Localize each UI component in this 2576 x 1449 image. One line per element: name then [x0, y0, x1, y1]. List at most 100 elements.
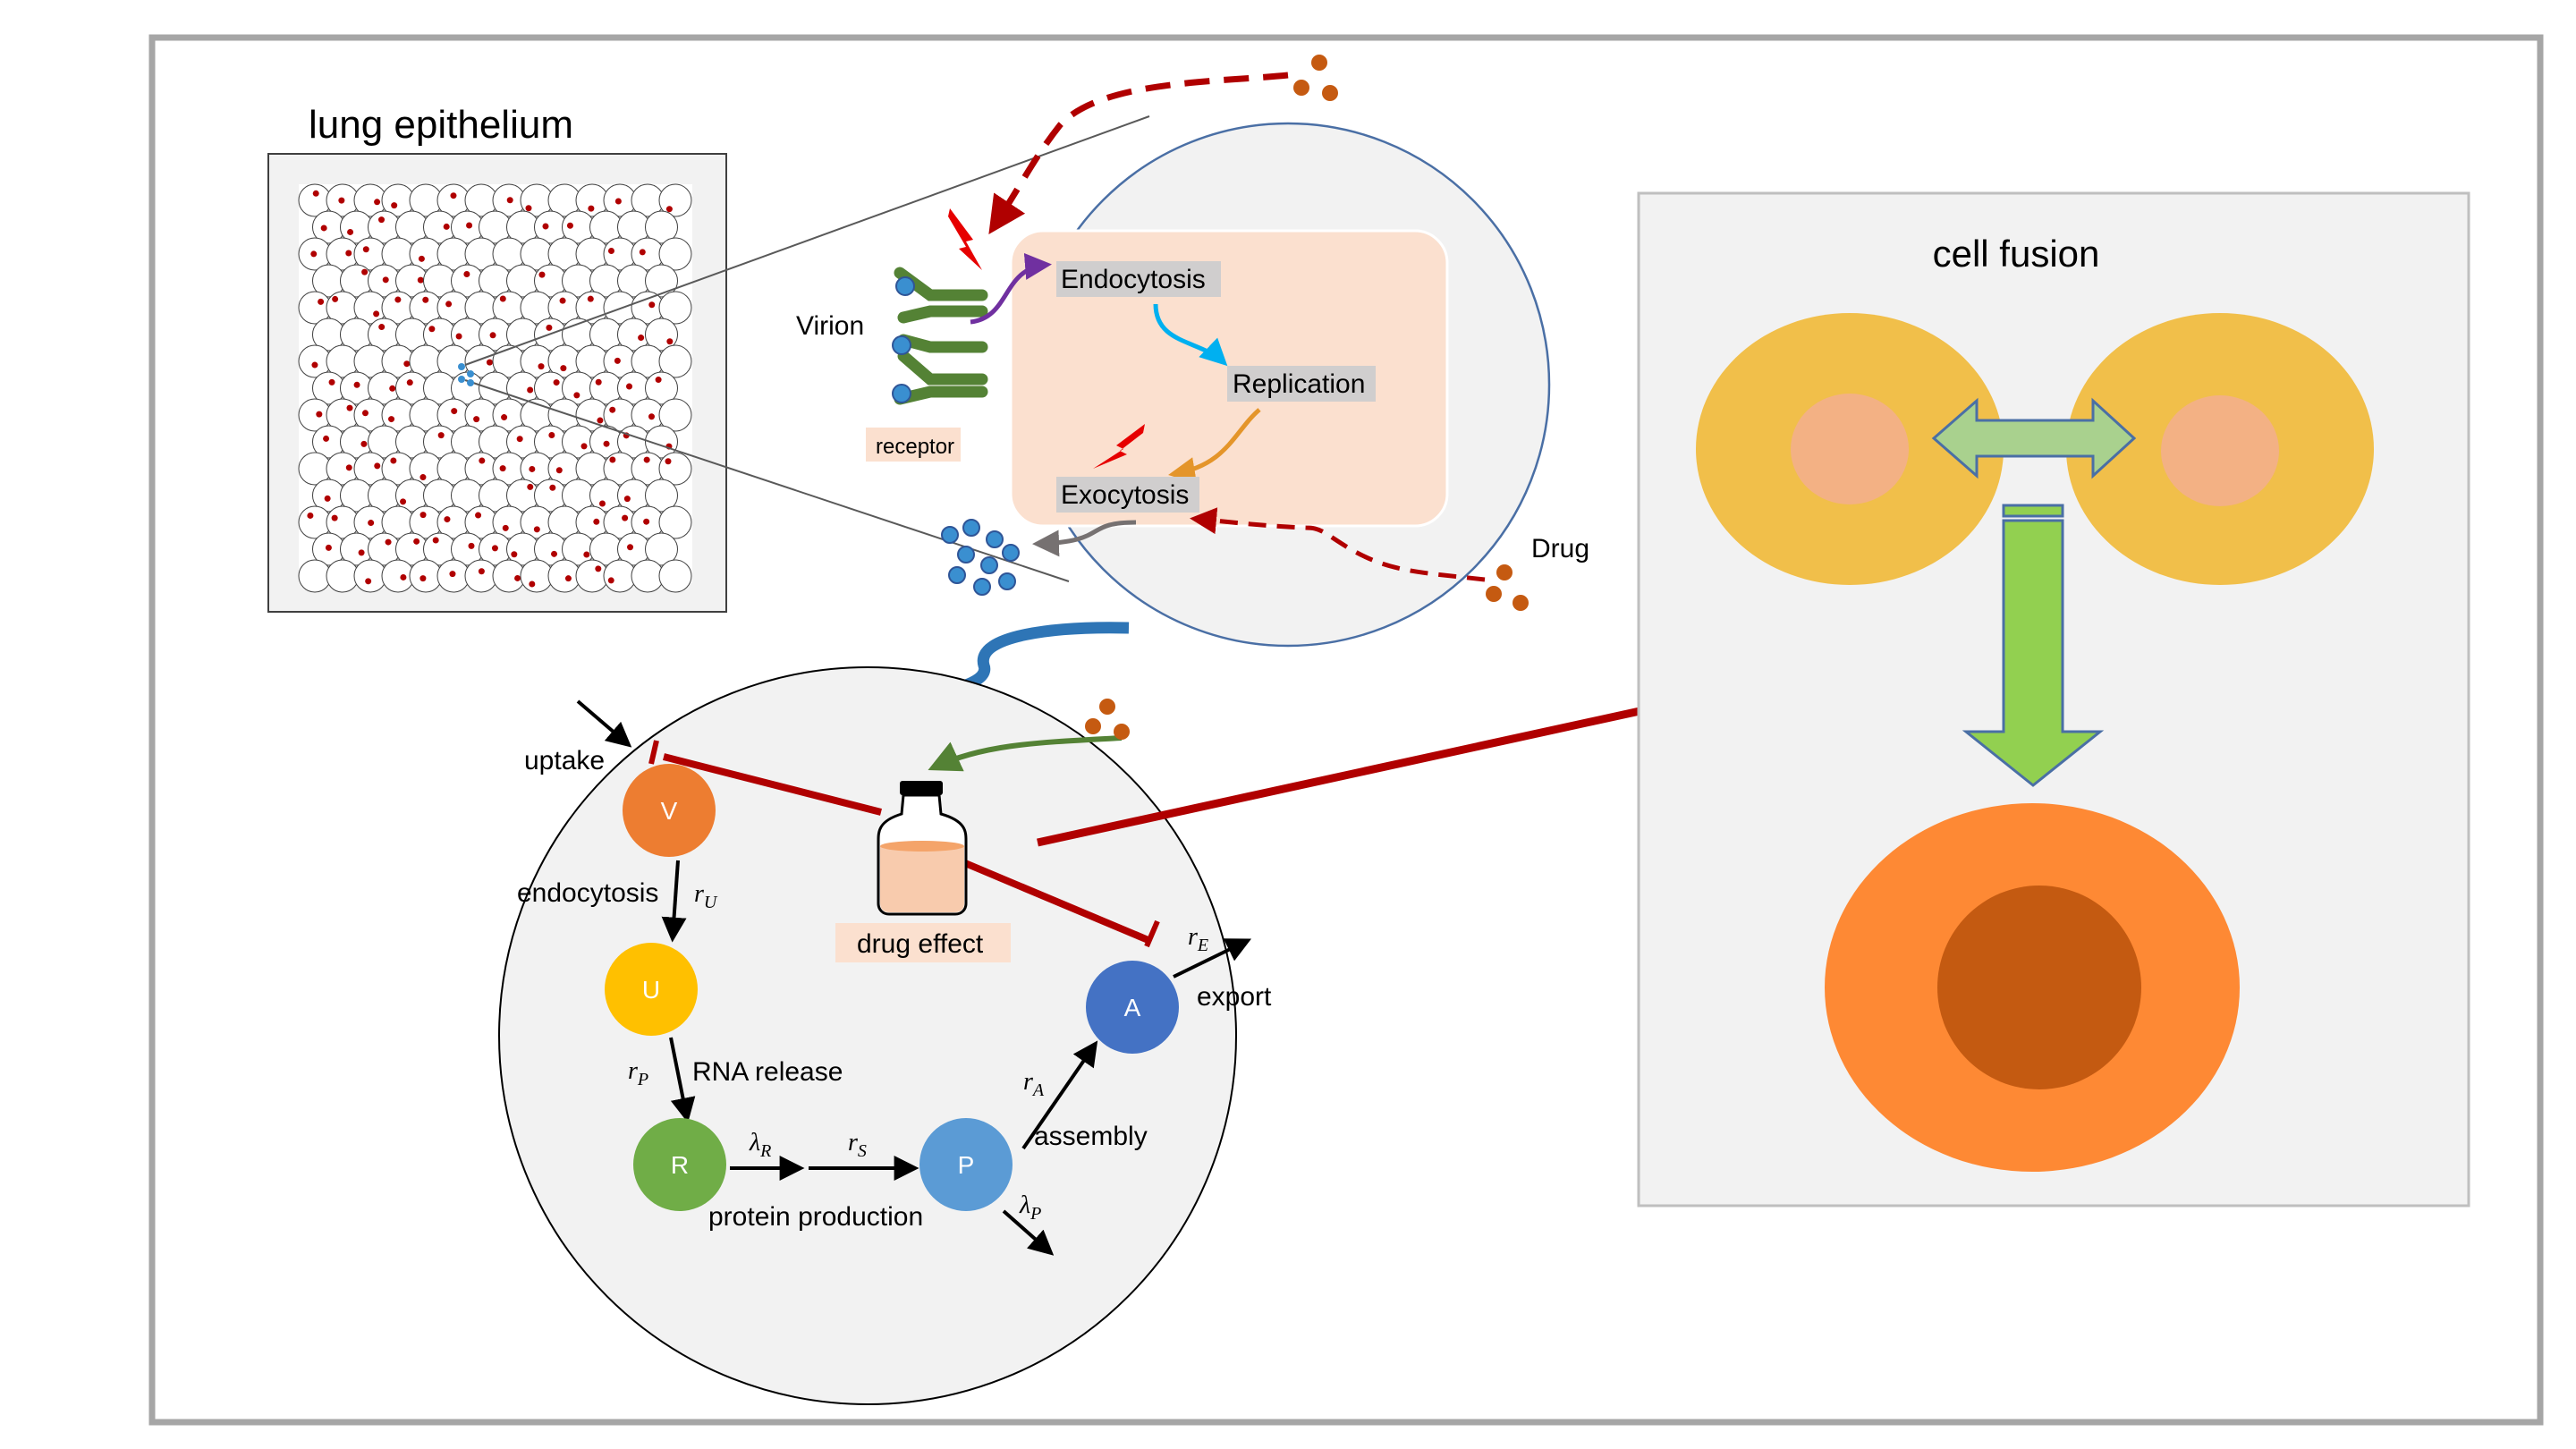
- drug-particle: [1496, 564, 1513, 580]
- epithelial-cell: [658, 559, 692, 593]
- drug-dot: [511, 551, 518, 558]
- drug-dot: [389, 385, 396, 392]
- drug-dot: [502, 524, 509, 531]
- drug-dot: [360, 440, 368, 447]
- drug-dot: [609, 406, 616, 413]
- drug-dot: [443, 223, 450, 230]
- drug-dot: [506, 197, 513, 204]
- epithelial-cell: [645, 479, 678, 513]
- drug-dot: [587, 295, 594, 302]
- drug-dot: [428, 326, 436, 333]
- replication-label: Replication: [1233, 369, 1365, 399]
- drug-dot: [473, 416, 480, 423]
- drug-dot: [614, 198, 622, 205]
- drug-effect-label-bg: [835, 923, 1011, 962]
- node-A-label: A: [1124, 994, 1141, 1021]
- drug-dot: [598, 500, 606, 507]
- rate-rE: rE: [1188, 923, 1208, 955]
- drug-dot: [665, 458, 672, 465]
- drug-dot: [365, 578, 372, 585]
- drug-dot: [312, 190, 319, 197]
- receptor-label-bg: [866, 428, 961, 462]
- drug-dot: [548, 431, 555, 438]
- node-A: [1086, 961, 1179, 1054]
- drug-dot: [516, 436, 523, 443]
- infection-cell-panel: Virion receptor Endocytosis Replication …: [796, 55, 1589, 724]
- drug-dot: [378, 216, 386, 224]
- export-arrow: [1173, 938, 1252, 979]
- node-U: [605, 943, 698, 1036]
- drug-dot: [324, 495, 331, 502]
- node-U-label: U: [642, 976, 660, 1004]
- U-to-R-arrow: [669, 1037, 696, 1123]
- drug-dot: [549, 484, 556, 491]
- drug-dot: [331, 514, 338, 521]
- grey-exit-arrow: [1032, 520, 1137, 557]
- epithelial-cell: [645, 371, 678, 405]
- drug-dot: [643, 518, 650, 525]
- epithelial-cell: [645, 532, 678, 566]
- drug-dot: [597, 417, 604, 424]
- drug-dot: [643, 456, 650, 463]
- node-P: [919, 1118, 1013, 1211]
- drug-label: Drug: [1531, 534, 1589, 564]
- drug-particle: [1486, 586, 1502, 602]
- drug-particle: [1114, 724, 1130, 740]
- endocytosis-label-bg: [1056, 261, 1221, 297]
- inhibition-line-uptake: [663, 753, 882, 816]
- drug-dot: [328, 378, 335, 386]
- lightning-bolt-top: [948, 208, 982, 270]
- drug-dot: [406, 379, 413, 386]
- drug-dot: [450, 192, 457, 199]
- drug-dot: [514, 574, 521, 581]
- drug-dot: [529, 465, 536, 472]
- endocytosis-arrow: [970, 252, 1052, 325]
- fusing-cell-left-nucleus: [1791, 394, 1909, 504]
- exocytosis-label: Exocytosis: [1061, 480, 1189, 510]
- drug-dot: [463, 271, 470, 278]
- drug-dot: [378, 324, 386, 331]
- drug-dot: [345, 464, 352, 471]
- drug-dot: [538, 363, 545, 370]
- drug-dot: [374, 462, 381, 470]
- drug-dot: [353, 381, 360, 388]
- drug-dot: [564, 575, 572, 582]
- rate-rP: rP: [628, 1057, 648, 1089]
- drug-dot: [358, 549, 365, 556]
- node-P-label: P: [958, 1151, 975, 1179]
- drug-dot: [444, 516, 451, 523]
- epithelial-cell: [645, 425, 678, 459]
- drug-dot: [525, 205, 532, 212]
- export-label: export: [1197, 982, 1272, 1012]
- exocytosis-label-bg: [1056, 477, 1199, 513]
- fusion-down-arrow-cap: [2002, 504, 2064, 518]
- drug-dot: [419, 575, 427, 582]
- cyan-arrow: [1153, 303, 1228, 367]
- model-cell-panel: drug effect V U R P A uptake endocytosis…: [498, 666, 1272, 1405]
- fused-cell-nucleus: [1937, 886, 2141, 1089]
- lightning-bolt-mid: [1093, 424, 1145, 469]
- P-to-A-arrow: [1021, 1040, 1098, 1150]
- drug-dot: [323, 435, 330, 442]
- drug-dot: [499, 465, 506, 472]
- virion-particle: [895, 276, 915, 296]
- drug-dot: [419, 474, 427, 481]
- inhibition-line-export: [957, 857, 1152, 945]
- cell-fusion-panel: cell fusion: [1637, 191, 2470, 1208]
- drug-dot: [388, 416, 395, 423]
- epithelial-cell-grid: [298, 183, 692, 593]
- drug-dot: [583, 551, 590, 558]
- drug-dot: [566, 222, 573, 229]
- lung-epithelium-panel: lung epithelium: [267, 103, 1150, 613]
- drug-dot: [451, 408, 458, 415]
- uptake-label: uptake: [524, 746, 605, 775]
- drug-particle: [1513, 595, 1529, 611]
- fusion-double-arrow: [1931, 397, 2137, 479]
- rate-rA: rA: [1023, 1068, 1045, 1100]
- P-degradation-arrow: [1002, 1209, 1055, 1256]
- drug-dot: [338, 197, 345, 204]
- drug-dot: [361, 268, 369, 275]
- drug-dot: [665, 206, 673, 213]
- replication-label-bg: [1227, 366, 1376, 402]
- drug-dot: [551, 550, 558, 557]
